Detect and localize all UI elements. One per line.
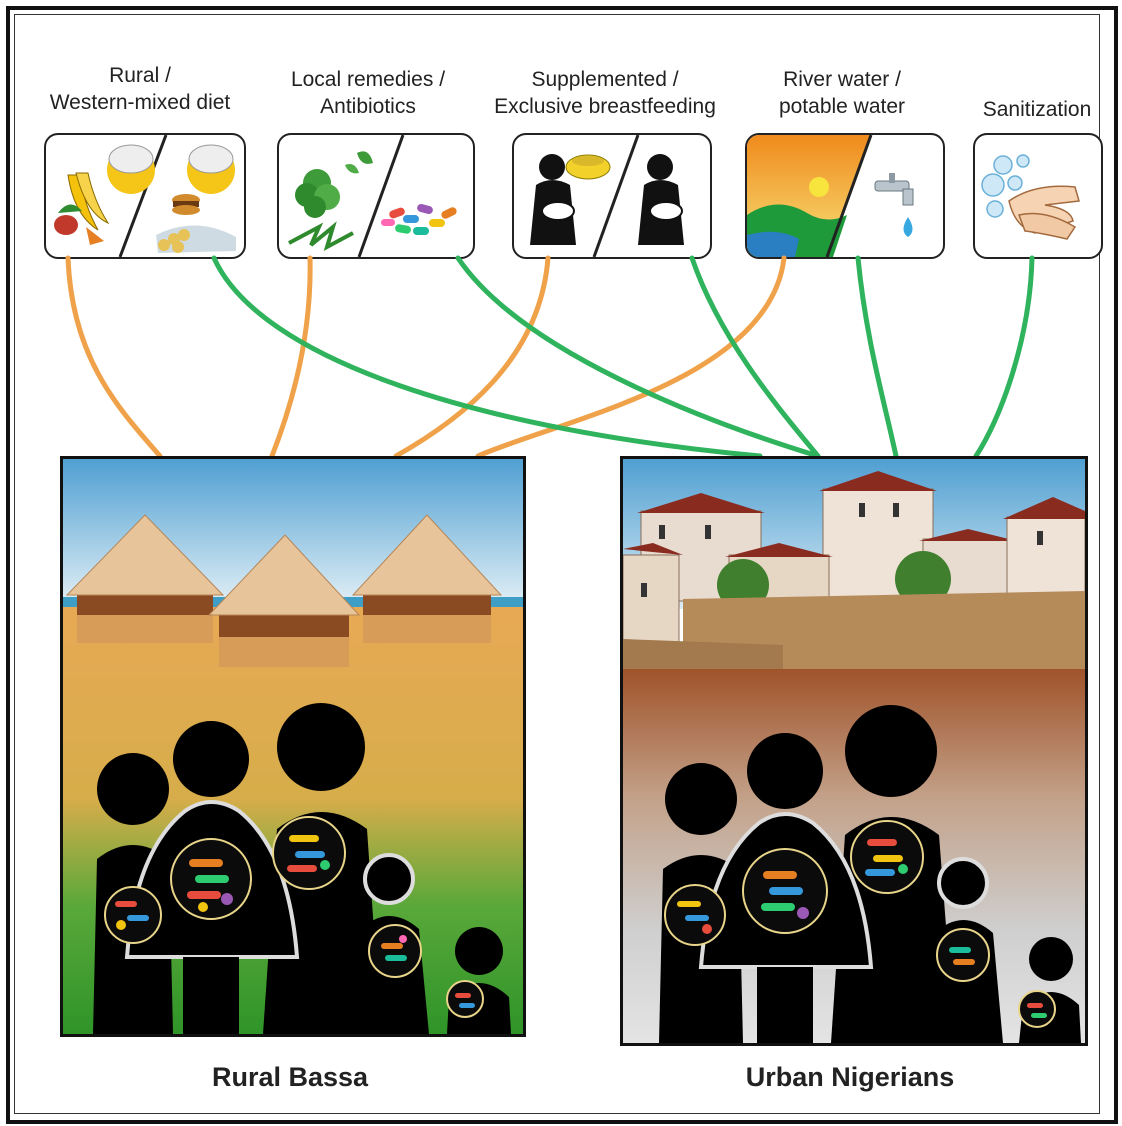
rural-bassa-panel — [60, 456, 526, 1037]
factor-label-water: River water /potable water — [778, 68, 906, 118]
hut-1 — [65, 514, 225, 643]
rural-link-2 — [269, 255, 313, 459]
microbiome-bacteria — [115, 835, 475, 1008]
figure-inner-border — [14, 14, 1100, 1114]
hand-washing-icon — [973, 133, 1103, 259]
urban-links — [211, 255, 1035, 459]
hut-2 — [207, 534, 361, 667]
urban-link-4 — [855, 255, 899, 459]
rural-link-4 — [475, 255, 787, 459]
factor-label-sanitation: Sanitization — [982, 98, 1092, 121]
herbs-pills-icon — [277, 133, 475, 259]
food-icon — [44, 133, 246, 259]
factor-label-diet: Rural /Western-mixed diet — [49, 64, 231, 114]
urban-nigerians-label: Urban Nigerians — [745, 1062, 955, 1092]
urban-nigerians-panel — [620, 456, 1088, 1046]
breastfeeding-icon — [512, 133, 712, 259]
rural-link-3 — [393, 255, 551, 459]
urban-link-1 — [211, 255, 763, 459]
factor-label-feeding: Supplemented /Exclusive breastfeeding — [494, 68, 716, 118]
urban-link-5 — [973, 255, 1035, 459]
rural-links — [65, 255, 787, 459]
rural-bassa-label: Rural Bassa — [211, 1062, 369, 1092]
water-tap-icon — [745, 133, 945, 259]
microbiome-bacteria-urban — [677, 839, 1047, 1018]
factor-label-medicine: Local remedies /Antibiotics — [290, 68, 446, 118]
urban-link-2 — [455, 255, 821, 459]
hut-3 — [351, 514, 503, 643]
rural-link-1 — [65, 255, 163, 459]
urban-link-3 — [689, 255, 821, 459]
